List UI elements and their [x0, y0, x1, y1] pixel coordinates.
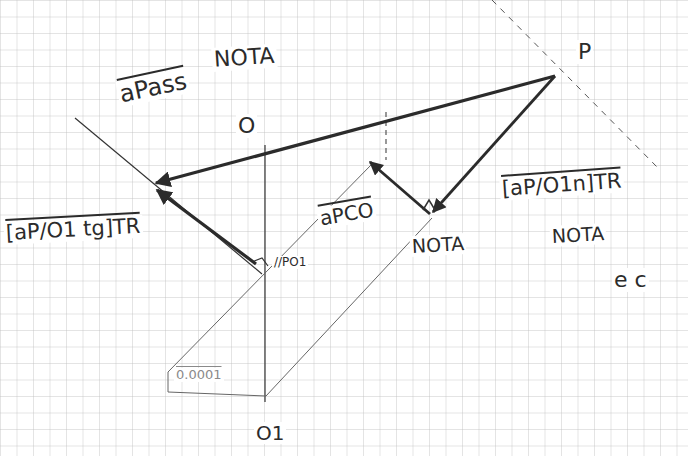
point-label: O1 — [254, 422, 286, 444]
parallel-line — [168, 392, 266, 396]
note-label: NOTA — [211, 44, 277, 73]
direction-line — [75, 118, 262, 274]
vector-arrow — [370, 162, 430, 214]
note-label: NOTA — [409, 233, 466, 257]
vector-arrow — [157, 190, 256, 264]
angle-mark — [423, 200, 435, 210]
faint-note: 0.0001 — [174, 368, 224, 382]
parallel-line — [168, 164, 372, 372]
vector-arrow — [156, 76, 555, 183]
point-label: P — [576, 40, 593, 64]
note-label: NOTA — [549, 223, 606, 247]
point-label: O — [236, 114, 257, 138]
dashed-line — [385, 112, 386, 160]
parallel-line — [266, 218, 432, 396]
note-label: e c — [612, 268, 649, 292]
parallel-note: //PO1 — [272, 256, 308, 269]
parallel-line — [168, 372, 169, 392]
